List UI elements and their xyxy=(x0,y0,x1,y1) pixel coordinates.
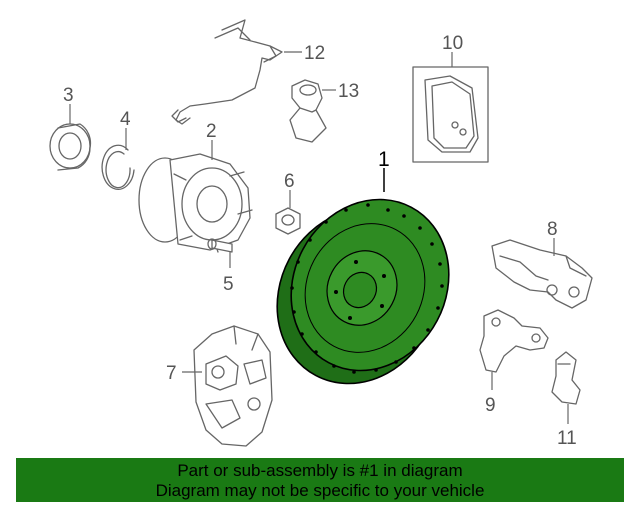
callout-11[interactable]: 11 xyxy=(557,428,577,449)
part-9-bracket[interactable] xyxy=(479,309,549,373)
part-5-wheel-stud[interactable] xyxy=(207,238,233,253)
part-10-brake-pads[interactable] xyxy=(412,66,489,163)
callout-13[interactable]: 13 xyxy=(338,81,359,102)
part-3-bearing[interactable] xyxy=(49,123,92,171)
part-6-lug-nut[interactable] xyxy=(275,207,301,235)
callout-1[interactable]: 1 xyxy=(378,148,390,171)
callout-5[interactable]: 5 xyxy=(223,274,234,295)
callout-10[interactable]: 10 xyxy=(442,33,463,54)
callout-7[interactable]: 7 xyxy=(166,363,177,384)
part-13-speed-sensor[interactable] xyxy=(289,79,327,143)
callout-9[interactable]: 9 xyxy=(485,395,496,416)
banner-line-1: Part or sub-assembly is #1 in diagram xyxy=(177,461,463,480)
part-12-sensor-wire[interactable] xyxy=(171,19,283,125)
part-7-brake-caliper[interactable] xyxy=(193,325,273,447)
banner-line-2: Diagram may not be specific to your vehi… xyxy=(155,481,485,500)
parts-diagram: 12 13 10 3 4 2 xyxy=(49,19,593,449)
part-4-snap-ring[interactable] xyxy=(101,144,135,190)
part-1-brake-rotor[interactable] xyxy=(247,172,479,412)
part-2-wheel-hub[interactable] xyxy=(138,153,253,253)
callout-4[interactable]: 4 xyxy=(120,109,131,130)
callout-6[interactable]: 6 xyxy=(284,171,295,192)
callout-3[interactable]: 3 xyxy=(63,85,74,106)
part-8-caliper-bracket[interactable] xyxy=(491,239,593,309)
part-11-clip[interactable] xyxy=(551,351,581,405)
info-banner: Part or sub-assembly is #1 in diagram Di… xyxy=(16,458,624,502)
callout-12[interactable]: 12 xyxy=(304,43,325,64)
callout-8[interactable]: 8 xyxy=(547,219,558,240)
callout-2[interactable]: 2 xyxy=(206,121,217,142)
